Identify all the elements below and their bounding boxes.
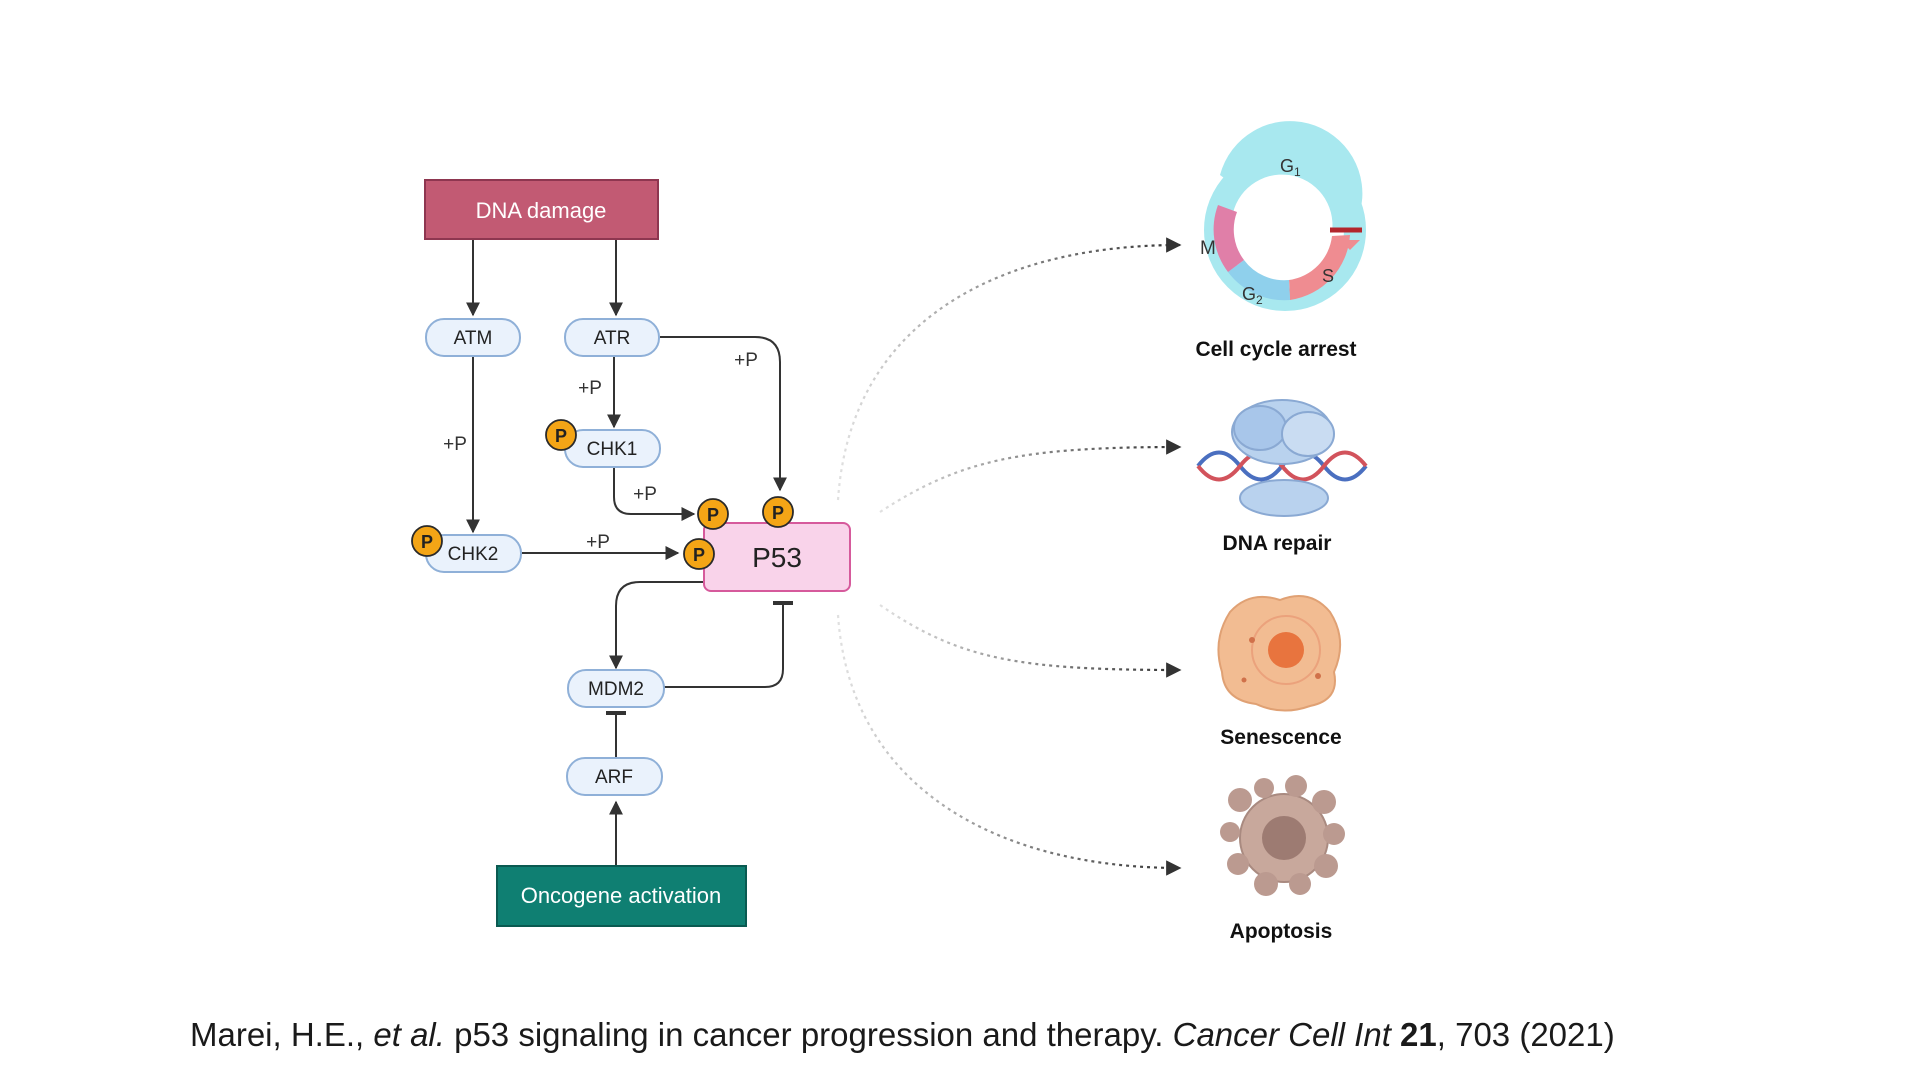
svg-text:ATM: ATM [454,328,493,349]
curve-to-senescence [879,604,1182,678]
svg-text:CHK1: CHK1 [587,439,638,460]
svg-text:Oncogene activation: Oncogene activation [521,883,722,908]
phospho-badges: P P P P P [411,419,794,570]
svg-text:ARF: ARF [595,767,633,788]
svg-text:CHK2: CHK2 [448,544,499,565]
plus-p-chk2-p53: +P [586,532,610,553]
dna-damage-box: DNA damage [424,179,659,240]
citation-et-al: et al. [373,1016,445,1053]
curve-to-dna-repair [879,439,1182,513]
svg-text:G1: G1 [1280,156,1301,179]
svg-text:P: P [772,503,784,523]
chk1-node: CHK1 [564,429,661,468]
phospho-badge-p53-left-top: P [697,498,729,530]
label-dna-repair: DNA repair [1223,532,1332,555]
dna-repair-icon [1196,399,1368,517]
edge-mdm2-inhibits-p53 [664,601,793,688]
svg-text:P: P [555,426,567,446]
pathway-connectors [466,240,793,865]
p53-node: P53 [703,522,851,592]
phosphorylation-labels: +P +P +P +P +P [443,350,758,553]
curve-to-apoptosis [836,614,1182,876]
apoptosis-cell-icon [1220,775,1345,896]
plus-p-atm-chk2: +P [443,434,467,455]
svg-text:S: S [1322,266,1334,286]
arf-node: ARF [566,757,663,796]
citation: Marei, H.E., et al. p53 signaling in can… [190,1016,1615,1054]
citation-journal: Cancer Cell Int [1172,1016,1391,1053]
label-cell-cycle-arrest: Cell cycle arrest [1195,338,1356,361]
plus-p-atr-chk1: +P [578,378,602,399]
phospho-badge-chk1: P [545,419,577,451]
citation-title: p53 signaling in cancer progression and … [444,1016,1173,1053]
svg-text:P53: P53 [752,542,802,573]
phospho-badge-p53-top: P [762,496,794,528]
plus-p-atr-p53: +P [734,350,758,371]
citation-authors: Marei, H.E., [190,1016,374,1053]
svg-text:M: M [1200,238,1216,259]
svg-text:DNA damage: DNA damage [476,198,607,223]
edge-p53-to-mdm2 [609,581,703,670]
svg-text:P: P [707,505,719,525]
oncogene-activation-box: Oncogene activation [496,865,747,927]
label-senescence: Senescence [1220,726,1341,749]
cell-cycle-icon: G1 S G2 M [1200,121,1366,311]
edge-atr-to-p53 [660,336,787,492]
citation-rest: , 703 (2021) [1436,1016,1615,1053]
outcome-connectors [836,237,1182,876]
phospho-badge-chk2: P [411,525,443,557]
svg-text:MDM2: MDM2 [588,679,644,700]
curve-to-cell-cycle-arrest [836,237,1182,501]
phospho-badge-p53-left: P [683,538,715,570]
atm-node: ATM [425,318,521,357]
svg-text:ATR: ATR [594,328,631,349]
atr-node: ATR [564,318,660,357]
plus-p-chk1-p53: +P [633,484,657,505]
svg-text:P: P [693,545,705,565]
label-apoptosis: Apoptosis [1230,920,1333,943]
svg-text:G2: G2 [1242,284,1263,307]
senescence-cell-icon [1217,595,1342,712]
citation-volume: 21 [1400,1016,1437,1053]
svg-text:P: P [421,532,433,552]
edge-chk1-to-p53 [613,466,696,521]
mdm2-node: MDM2 [567,669,665,708]
